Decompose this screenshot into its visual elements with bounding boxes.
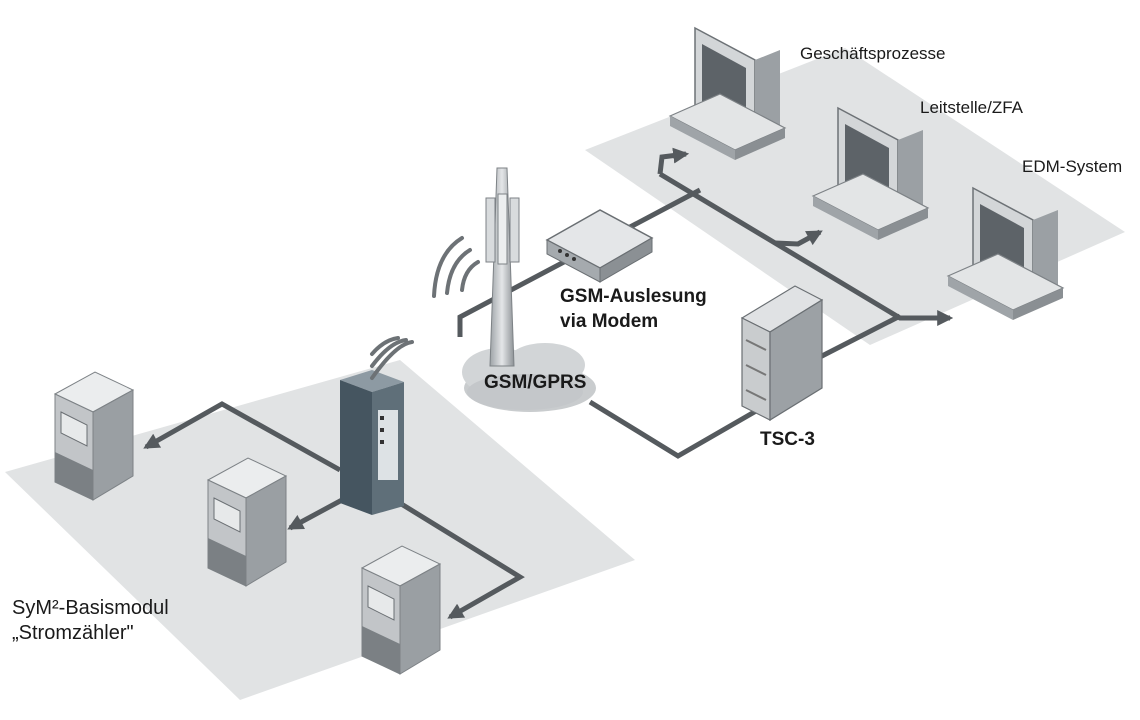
computer-icon [946,186,1065,320]
meter-icon [206,457,288,587]
line-tsc-bus [818,313,902,360]
line-meter-1 [143,401,342,473]
server-icon [740,285,824,422]
signal-waves-icon [432,236,480,298]
line-bus-business [657,147,690,175]
basismodul-device-icon [340,370,404,515]
business-processes-label: Geschäftsprozesse [800,44,946,63]
cloud-icon [462,343,596,412]
network-label: GSM/GPRS [484,372,587,393]
module-label-line2: „Stromzähler" [12,622,134,644]
computer-icon [668,26,787,160]
line-meter-2 [287,497,344,531]
tsc-label: TSC-3 [760,429,815,450]
meter-icon [360,545,442,675]
signal-waves-icon [370,336,414,380]
meter-platform [5,360,635,700]
modem-icon [545,209,654,283]
line-bus-edm [658,171,954,327]
computer-icon [811,106,930,240]
line-cloud-tsc [588,393,784,459]
antenna-tower-icon [485,167,520,367]
modem-label-line1: GSM-Auslesung [560,286,707,307]
meter-icon [53,371,135,501]
connection-lines [143,147,954,620]
edm-system-label: EDM-System [1022,157,1123,176]
modem-label-line2: via Modem [560,311,659,332]
module-label-line1: SyM²-Basismodul [12,597,169,619]
line-bus-control [774,229,823,247]
control-center-label: Leitstelle/ZFA [920,98,1023,117]
line-meter-3 [388,494,525,620]
